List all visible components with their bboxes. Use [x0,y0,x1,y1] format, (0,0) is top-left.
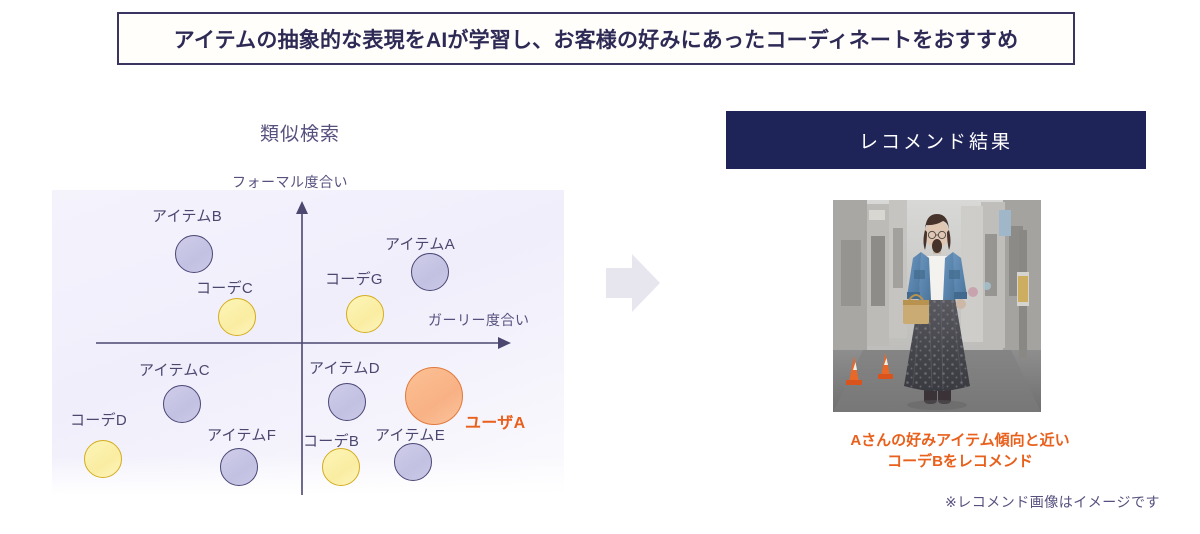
scatter-label-user-a: ユーザA [465,415,526,432]
recommend-disclaimer: ※レコメンド画像はイメージです [945,494,1160,510]
recommend-result-title: レコメンド結果 [858,131,1013,153]
page-title: アイテムの抽象的な表現をAIが学習し、お客様の好みにあったコーディネートをおすす… [173,28,1019,52]
scatter-point-item-f[interactable] [220,448,258,486]
recommend-caption-line2: コーデBをレコメンド [887,453,1033,471]
recommend-caption-line1: Aさんの好みアイテム傾向と近い [850,432,1070,449]
recommend-photo-image [833,200,1041,412]
scatter-point-coord-b[interactable] [322,448,360,486]
scatter-label-item-c: アイテムC [139,362,210,379]
arrow-right-icon [606,254,660,312]
scatter-point-item-a[interactable] [411,253,449,291]
scatter-label-coord-g: コーデG [325,271,383,288]
y-axis-label: フォーマル度合い [232,174,348,190]
scatter-label-item-f: アイテムF [207,427,277,444]
title-banner: アイテムの抽象的な表現をAIが学習し、お客様の好みにあったコーディネートをおすす… [117,12,1075,65]
scatter-label-item-d: アイテムD [309,360,380,377]
scatter-label-coord-b: コーデB [303,433,360,450]
scatter-label-item-a: アイテムA [385,236,456,253]
recommend-caption: Aさんの好みアイテム傾向と近い コーデBをレコメンド [765,430,1155,473]
similarity-search-heading: 類似検索 [259,124,340,145]
scatter-point-item-c[interactable] [163,385,201,423]
scatter-point-item-d[interactable] [328,383,366,421]
x-axis-label: ガーリー度合い [428,312,530,328]
recommend-result-header: レコメンド結果 [726,111,1146,169]
scatter-point-item-b[interactable] [175,235,213,273]
scatter-label-item-b: アイテムB [152,208,223,225]
recommend-photo[interactable] [833,200,1041,412]
scatter-point-item-e[interactable] [394,443,432,481]
scatter-label-coord-c: コーデC [196,280,254,297]
scatter-point-coord-g[interactable] [346,295,384,333]
scatter-point-user-a[interactable] [405,367,463,425]
scatter-label-coord-d: コーデD [70,412,128,429]
scatter-point-coord-c[interactable] [218,298,256,336]
scatter-label-item-e: アイテムE [375,427,446,444]
scatter-point-coord-d[interactable] [84,440,122,478]
